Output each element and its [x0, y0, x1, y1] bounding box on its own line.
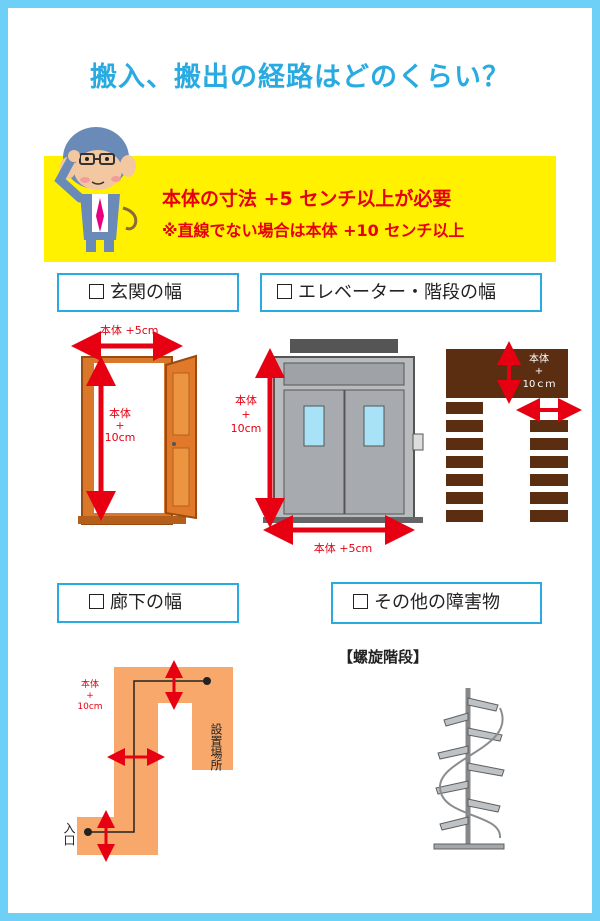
page-title: 搬入、搬出の経路はどのくらい？: [90, 62, 510, 93]
hallway-width-label: 廊下の幅: [110, 592, 182, 613]
hallway-note-1: 本体: [81, 678, 99, 690]
stairs-note-1: 本体: [529, 352, 549, 365]
other-obstacles-label: その他の障害物: [374, 592, 500, 613]
install-location-label: 設置場所: [209, 722, 223, 771]
door-height-note-3: 10cm: [105, 431, 136, 444]
checkbox-icon: [277, 284, 292, 299]
door-illustration: [78, 354, 197, 525]
sub-requirement: ※直線でない場合は本体 +10 センチ以上: [162, 221, 465, 240]
elevator-illustration: [263, 339, 424, 523]
main-requirement: 本体の寸法 +5 センチ以上が必要: [162, 188, 452, 210]
door-height-note-2: +: [115, 419, 124, 432]
entrance-width-box: 玄関の幅: [57, 273, 239, 312]
elevator-height-note-2: +: [241, 408, 250, 421]
hallway-note-3: 10cm: [77, 702, 102, 712]
checkbox-icon: [353, 594, 368, 609]
checkbox-icon: [89, 284, 104, 299]
infographic-card: 搬入、搬出の経路はどのくらい？ 本体の寸法 +5 センチ以上が必要 ※直線でない…: [8, 8, 592, 913]
spiral-stairs-label: 【螺旋階段】: [338, 648, 429, 666]
checkbox-icon: [89, 594, 104, 609]
door-width-note: 本体 +5cm: [100, 323, 158, 337]
elevator-height-note-3: 10cm: [231, 422, 262, 435]
stairs-note-3: 10ｃｍ: [523, 379, 556, 390]
hallway-width-box: 廊下の幅: [57, 583, 239, 623]
spiral-stairs-illustration: [433, 688, 505, 850]
other-obstacles-box: その他の障害物: [331, 582, 542, 624]
illustrations: 本体 +5cm 本体 + 10cm 本体 + 10cm 本体 +5cm: [62, 323, 582, 862]
elevator-width-note: 本体 +5cm: [314, 541, 372, 555]
monkey-mascot-icon: [54, 127, 138, 252]
stairs-note-2: +: [535, 366, 543, 377]
elevator-stairs-width-label: エレベーター・階段の幅: [298, 282, 496, 303]
elevator-stairs-width-box: エレベーター・階段の幅: [260, 273, 542, 312]
elevator-height-note-1: 本体: [235, 393, 257, 407]
diagram-layer: [54, 127, 138, 252]
door-height-note-1: 本体: [109, 406, 131, 420]
entrance-label: 入口: [62, 822, 76, 846]
entrance-width-label: 玄関の幅: [110, 282, 182, 303]
hallway-note-2: +: [86, 691, 94, 701]
